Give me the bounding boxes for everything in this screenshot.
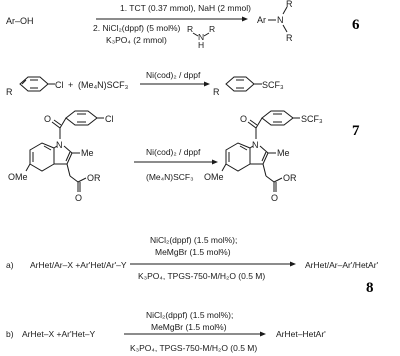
cond-8b-1: NiCl₂(dppf) (1.5 mol%);	[146, 310, 233, 320]
methoxy-label: OMe	[8, 172, 28, 182]
catalyst-label: Ni(cod)₂ / dppf	[146, 70, 201, 80]
cond-8b-2: MeMgBr (1.5 mol%)	[151, 322, 227, 332]
indole-n: N	[56, 140, 63, 150]
product-ester-o: O	[271, 193, 278, 203]
scheme-8b: NiCl₂(dppf) (1.5 mol%); MeMgBr (1.5 mol%…	[6, 310, 326, 353]
product-8a: ArHet/Ar–Ar'/HetAr'	[305, 260, 379, 270]
reactant-8a: ArHet/Ar–X +Ar'Het/Ar'–Y	[30, 260, 127, 270]
ester-o: O	[75, 193, 82, 203]
condition-base: K₃PO₄ (2 mmol)	[106, 35, 167, 45]
scf3-phenyl-ring	[261, 110, 294, 126]
carbonyl-o: O	[44, 114, 51, 124]
indole-product: SCF₃ O N Me OMe O OR	[204, 110, 323, 203]
condition-step-1: 1. TCT (0.37 mmol), NaH (2 mmol)	[120, 3, 251, 13]
product-n-r-bond-up	[282, 6, 288, 15]
reactant-8b: ArHet–X +Ar'Het–Y	[22, 329, 96, 339]
product-r-top: R	[286, 0, 293, 9]
cond-8a-2: MeMgBr (1.5 mol%)	[155, 247, 231, 257]
cond-8a-3: K₃PO₄, TPGS-750-M/H₂O (0.5 M)	[138, 271, 265, 281]
amine-bond-1	[192, 32, 199, 37]
product-n-r-bond-down	[282, 24, 288, 33]
product-scf3-substituent: SCF₃	[301, 114, 323, 124]
indole-benzo-ring	[29, 142, 55, 172]
cond-8b-3: K₃PO₄, TPGS-750-M/H₂O (0.5 M)	[130, 343, 257, 353]
ester-or: OR	[87, 173, 101, 183]
product-benzo-ring	[225, 142, 251, 172]
product-methoxy-label: OMe	[204, 172, 224, 182]
scheme-7-trifluoromethylthiolation: R Cl + (Me₄N)SCF₃ Ni(cod)₂ / dppf R SCF₃	[6, 70, 284, 97]
methyl-label: Me	[81, 148, 94, 158]
chloro-label: Cl	[55, 80, 64, 90]
product-methyl-label: Me	[277, 148, 290, 158]
scheme-6: Ar–OH 1. TCT (0.37 mmol), NaH (2 mmol) 2…	[6, 0, 360, 50]
product-scf3: SCF₃	[262, 80, 284, 90]
product-benzene-ring	[225, 76, 255, 92]
amine-bond-2	[203, 32, 210, 37]
product-8b: ArHet–HetAr'	[276, 329, 326, 339]
product-ester-or: OR	[283, 173, 297, 183]
scf3-reagent: (Me₄N)SCF₃	[78, 80, 129, 90]
svg-text:+: +	[68, 80, 73, 90]
chlorobenzene-ring	[19, 76, 49, 92]
amine-n: N	[198, 32, 204, 42]
condition-step-2: 2. NiCl₂(dppf) (5 mol%)	[93, 23, 181, 33]
product-carbonyl-o: O	[240, 114, 247, 124]
product-r-bottom: R	[286, 33, 293, 43]
product-ar: Ar	[257, 15, 266, 25]
scheme-number-7: 7	[352, 123, 360, 139]
indole-reactant: Cl O N Me OMe O OR	[8, 110, 114, 203]
reaction-arrowhead-6	[242, 16, 248, 22]
label-8b: b)	[6, 329, 14, 339]
cond-bottom-7b: (Me₄N)SCF₃	[146, 172, 194, 182]
r-substituent: R	[6, 87, 13, 97]
cond-top-7b: Ni(cod)₂ / dppf	[146, 147, 201, 157]
amine-r1: R	[187, 24, 193, 34]
amine-r2: R	[209, 24, 215, 34]
scheme-number-6: 6	[352, 17, 360, 33]
product-indole-n: N	[252, 140, 259, 150]
aryl-alcohol-reactant: Ar–OH	[6, 16, 34, 26]
cond-8a-1: NiCl₂(dppf) (1.5 mol%);	[150, 235, 237, 245]
product-n: N	[277, 15, 284, 25]
scheme-number-8: 8	[366, 280, 374, 296]
chloro-substituent: Cl	[105, 114, 114, 124]
label-8a: a)	[6, 260, 14, 270]
chlorophenyl-ring	[65, 110, 98, 126]
amine-h: H	[198, 40, 204, 50]
scheme-8a: NiCl₂(dppf) (1.5 mol%); MeMgBr (1.5 mol%…	[6, 235, 379, 281]
product-r-substituent: R	[213, 87, 220, 97]
